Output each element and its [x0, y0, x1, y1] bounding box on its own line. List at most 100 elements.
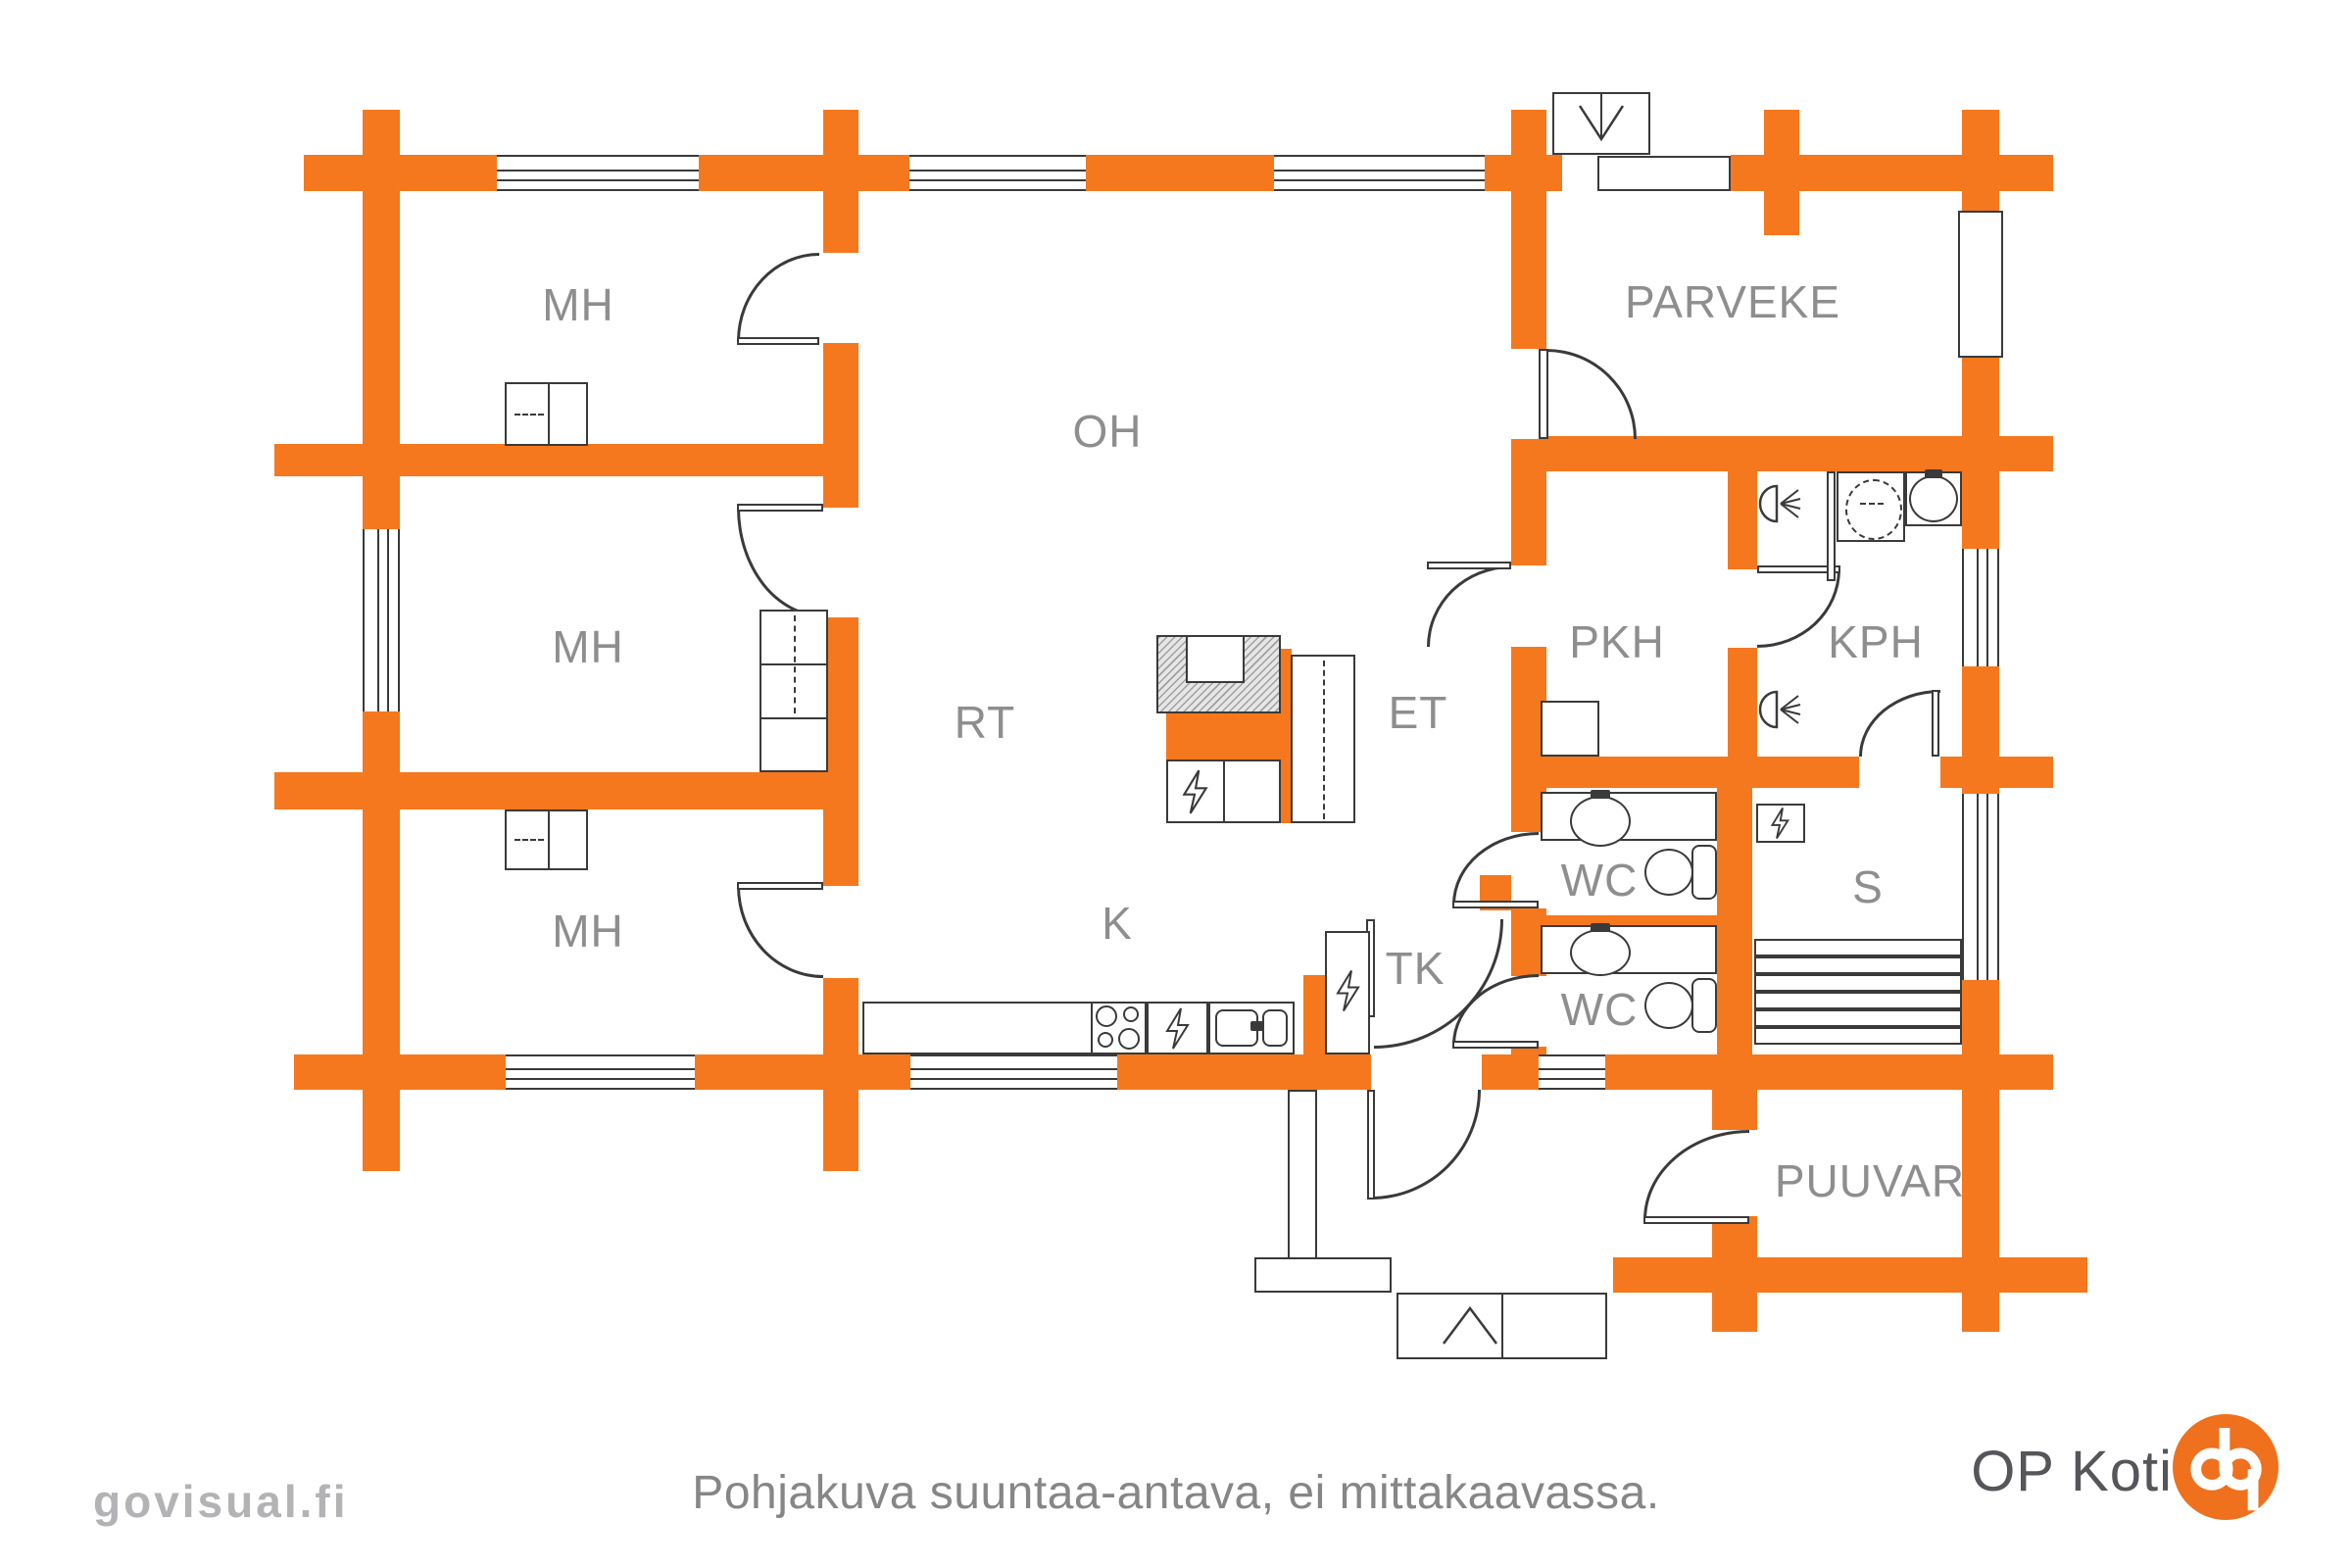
sauna-bench [1754, 1027, 1962, 1045]
room-label-mh-bottom: MH [552, 906, 624, 956]
kitchen-sink [1208, 1002, 1295, 1054]
sauna-bench [1754, 992, 1962, 1009]
log-end [363, 1090, 400, 1171]
door-arc-mh1 [737, 253, 819, 341]
room-label-rt: RT [954, 697, 1016, 748]
room-label-oh: OH [1072, 406, 1143, 457]
wc-upper-sink [1570, 796, 1631, 847]
wall-wc-sauna-divider [1717, 788, 1752, 1054]
door-leaf-wc-upper [1452, 901, 1539, 908]
fireplace-firebox [1186, 635, 1245, 683]
sauna-bench [1754, 956, 1962, 974]
log-end [1712, 1293, 1757, 1332]
wc-upper-toilet-cistern [1691, 845, 1717, 900]
door-arc-mh3 [737, 886, 823, 978]
door-leaf-kph [1757, 565, 1840, 573]
door-leaf-sauna [1932, 690, 1939, 757]
bench-pkh [1541, 701, 1599, 757]
wardrobe-mh1 [505, 382, 588, 446]
door-leaf-pkh [1427, 562, 1511, 569]
shower-spray-icon [1758, 690, 1801, 729]
room-label-parveke: PARVEKE [1624, 276, 1841, 327]
log-end [823, 110, 858, 155]
window-bottom-wc [1539, 1054, 1605, 1090]
lightning-bolt-icon [1770, 808, 1790, 839]
wc-lower-toilet-cistern [1691, 978, 1717, 1033]
door-arc-front [1371, 1090, 1481, 1200]
brand-text: OP Koti [1971, 1440, 2173, 1503]
faucet-icon [1591, 790, 1610, 799]
lightning-bolt-icon [1182, 769, 1208, 814]
kph-sink [1909, 475, 1958, 522]
wc-lower-sink [1570, 929, 1631, 976]
chevron-up-icon [1443, 1305, 1497, 1345]
door-leaf-parveke [1539, 349, 1548, 439]
window-right-sauna [1962, 794, 1999, 980]
log-end [1764, 110, 1799, 235]
door-opening-sauna [1859, 757, 1940, 788]
log-end [363, 110, 400, 155]
window-bottom-mh3 [506, 1054, 695, 1090]
window-right-kph [1962, 549, 1999, 666]
wall-top-log-end [1999, 155, 2053, 191]
door-arc-pkh [1427, 565, 1511, 647]
door-leaf-mh1 [737, 337, 819, 345]
door-arc-wc-upper [1452, 832, 1539, 905]
lightning-bolt-icon [1165, 1007, 1190, 1050]
porch-post-horizontal [1254, 1257, 1392, 1293]
wc-lower-toilet-bowl [1644, 982, 1693, 1029]
door-leaf-puuvar [1643, 1216, 1749, 1224]
door-opening-mh1 [823, 253, 858, 343]
door-opening-mh3 [823, 886, 858, 978]
window-top-2 [909, 155, 1086, 191]
kitchen-counter [862, 1002, 1093, 1054]
wardrobe-mh2 [760, 610, 828, 772]
entrance-canopy [1396, 1293, 1607, 1359]
door-arc-puuvar [1643, 1130, 1749, 1220]
room-label-wc-lower: WC [1560, 984, 1639, 1035]
closet-et [1291, 655, 1355, 823]
room-label-mh-top: MH [542, 279, 614, 330]
door-arc-sauna [1859, 690, 1940, 757]
fireplace-side-strip [1281, 649, 1292, 823]
wall-parveke-bottom [1511, 436, 2053, 471]
washing-machine [1837, 471, 1905, 542]
door-arc-mh2 [737, 508, 823, 617]
fireplace-hearth [1166, 713, 1292, 760]
log-end [1511, 110, 1546, 155]
front-door-opening [1371, 1054, 1482, 1090]
room-label-puuvar: PUUVAR [1774, 1155, 1966, 1206]
log-end [1962, 1293, 1999, 1332]
disclaimer-text: Pohjakuva suuntaa-antava, ei mittakaavas… [692, 1467, 1660, 1519]
room-label-k: K [1102, 898, 1133, 949]
wall-bottom-log-end [1999, 1054, 2053, 1090]
window-bottom-kitchen [910, 1054, 1117, 1090]
room-label-sauna: S [1852, 861, 1884, 912]
faucet-icon [1925, 469, 1942, 478]
wall-divider-mh2-mh3 [274, 772, 858, 809]
window-top-3 [1274, 155, 1485, 191]
room-label-wc-upper: WC [1560, 855, 1639, 906]
sauna-bench [1754, 939, 1962, 956]
watermark-govisual: govisual.fi [93, 1476, 349, 1527]
window-left-mh2 [363, 529, 400, 711]
chevron-down-icon [1578, 92, 1625, 142]
sauna-bench [1754, 1009, 1962, 1027]
wall-pkh-kph-lower [1728, 648, 1757, 757]
room-label-mh-middle: MH [552, 621, 624, 672]
door-arc-parveke [1546, 349, 1637, 439]
room-label-pkh: PKH [1569, 616, 1665, 667]
door-leaf-mh3 [737, 882, 823, 890]
door-opening-mh2 [823, 508, 858, 617]
room-label-kph: KPH [1828, 616, 1924, 667]
window-parveke-right [1958, 211, 2003, 358]
door-leaf-wc-lower [1452, 1041, 1539, 1049]
op-group-logo-icon [2173, 1414, 2278, 1520]
wall-puuvar-left-upper [1712, 1090, 1757, 1130]
sauna-bench [1754, 974, 1962, 992]
wardrobe-mh3 [505, 809, 588, 870]
faucet-icon [1250, 1021, 1264, 1031]
room-label-tk: TK [1385, 943, 1446, 994]
log-end [1962, 110, 1999, 155]
